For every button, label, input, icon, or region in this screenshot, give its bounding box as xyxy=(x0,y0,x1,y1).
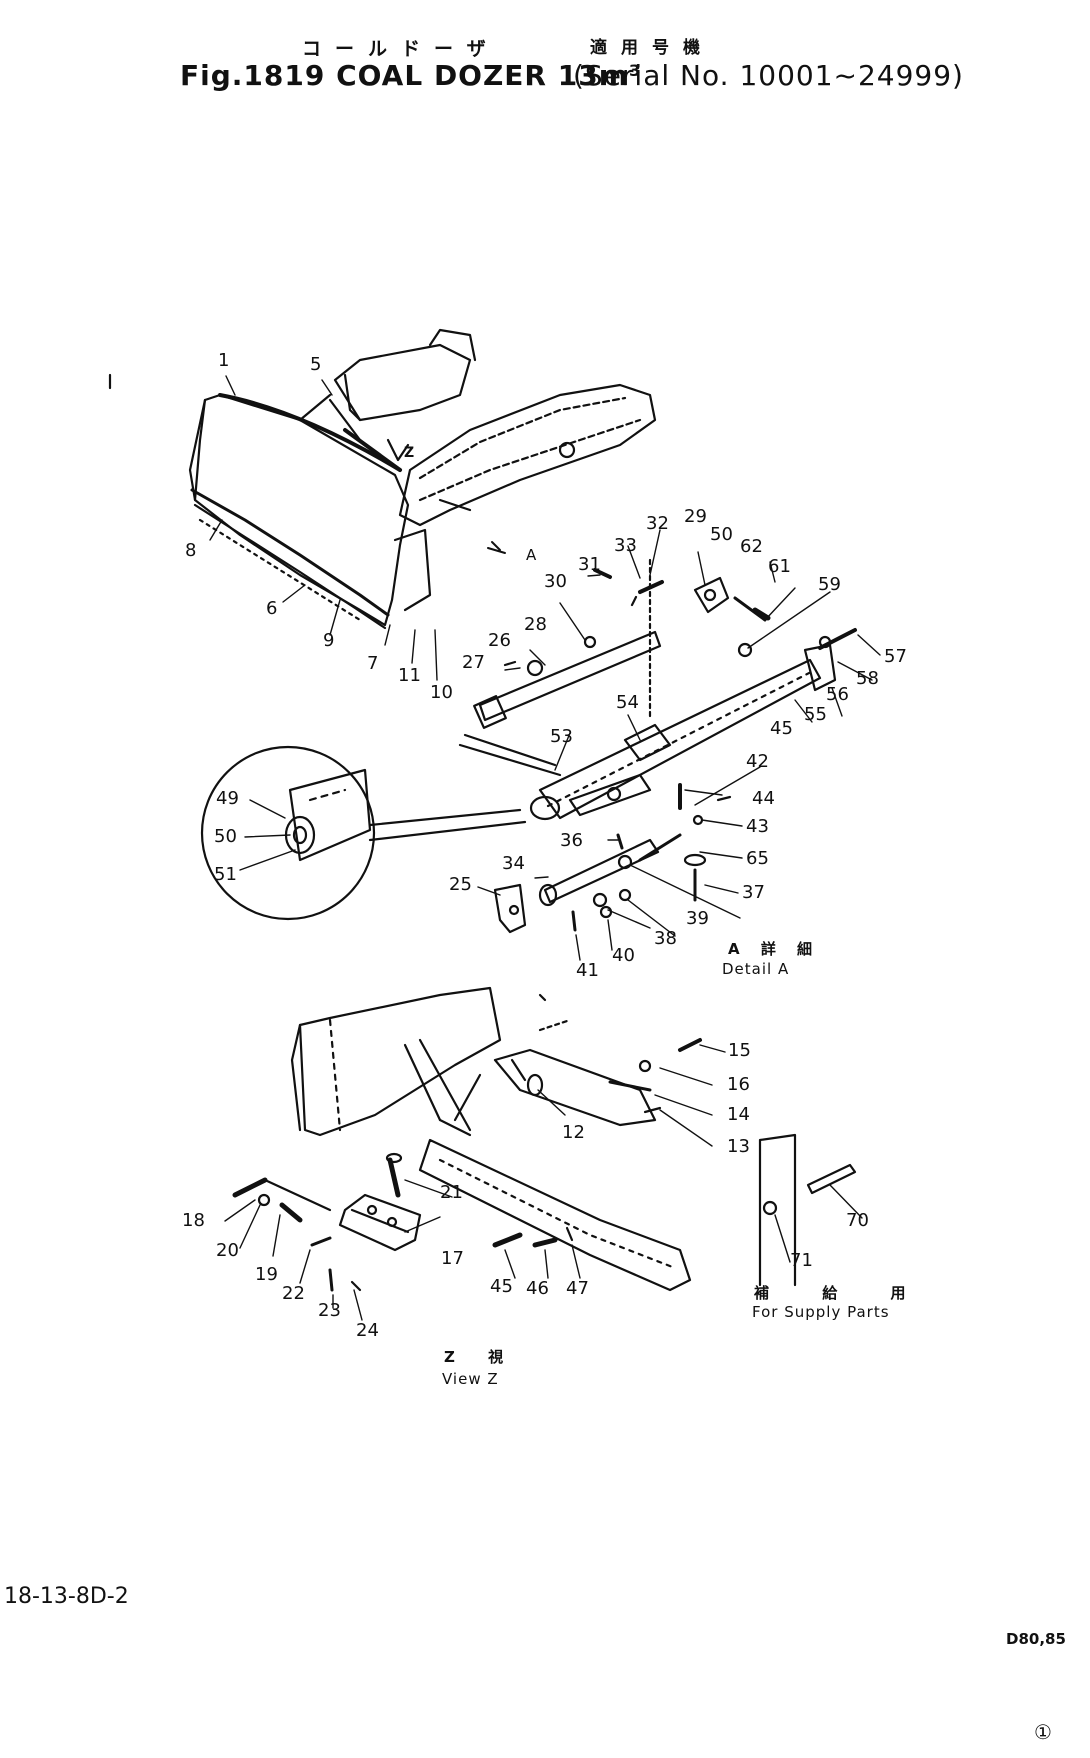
callout-44: 44 xyxy=(752,788,775,809)
callout-51: 51 xyxy=(214,864,237,885)
callout-6: 6 xyxy=(266,598,278,619)
callout-41: 41 xyxy=(576,960,599,981)
callout-50: 50 xyxy=(214,826,237,847)
detail-a-illustration xyxy=(368,558,857,934)
callout-30: 30 xyxy=(544,571,567,592)
supply-parts-illustration xyxy=(758,1133,857,1287)
callout-13: 13 xyxy=(727,1136,750,1157)
callout-46: 46 xyxy=(526,1278,549,1299)
callout-28: 28 xyxy=(524,614,547,635)
callout-21: 21 xyxy=(440,1182,463,1203)
detail-a-jp-label: A 詳 細 xyxy=(728,940,821,958)
callout-31: 31 xyxy=(578,554,601,575)
date-code: D80,85 xyxy=(1006,1630,1066,1648)
callout-56: 56 xyxy=(826,684,849,705)
callout-40: 40 xyxy=(612,945,635,966)
callout-10: 10 xyxy=(430,682,453,703)
callout-1: 1 xyxy=(218,350,230,371)
callout-5: 5 xyxy=(310,354,322,375)
callout-23: 23 xyxy=(318,1300,341,1321)
serial-jp-text: 適用号機 xyxy=(590,38,714,58)
callout-53: 53 xyxy=(550,726,573,747)
view-z-pointer-letter: Z xyxy=(404,445,415,461)
callout-19: 19 xyxy=(255,1264,278,1285)
callout-54: 54 xyxy=(616,692,639,713)
callout-61: 61 xyxy=(768,556,791,577)
callout-55: 55 xyxy=(804,704,827,725)
callout-59: 59 xyxy=(818,574,841,595)
detail-a-pointer-letter: A xyxy=(526,546,537,564)
callout-49: 49 xyxy=(216,788,239,809)
detail-a-label: Detail A xyxy=(722,960,790,978)
callout-26: 26 xyxy=(488,630,511,651)
callout-47: 47 xyxy=(566,1278,589,1299)
supply-parts-label: For Supply Parts xyxy=(752,1303,890,1321)
callout-22: 22 xyxy=(282,1283,305,1304)
callout-14: 14 xyxy=(727,1104,750,1125)
callout-42: 42 xyxy=(746,751,769,772)
callout-9: 9 xyxy=(323,630,335,651)
drawing-code: 18-13-8D-2 xyxy=(4,1584,129,1609)
callout-18: 18 xyxy=(182,1210,205,1231)
callout-57: 57 xyxy=(884,646,907,667)
callout-45: 45 xyxy=(490,1276,513,1297)
callout-24: 24 xyxy=(356,1320,379,1341)
supply-parts-jp-label: 補 給 用 xyxy=(754,1284,930,1302)
callout-36: 36 xyxy=(560,830,583,851)
callout-62: 62 xyxy=(740,536,763,557)
magnified-bushing-view xyxy=(200,745,376,921)
serial-number-range: (Serial No. 10001~24999) xyxy=(573,59,964,92)
figure-title: Fig.1819 COAL DOZER 13m³ xyxy=(180,59,643,92)
view-z-label: View Z xyxy=(442,1370,499,1388)
callout-25: 25 xyxy=(449,874,472,895)
callout-20: 20 xyxy=(216,1240,239,1261)
dozer-assembly-illustration xyxy=(108,328,657,630)
callout-37: 37 xyxy=(742,882,765,903)
callout-7: 7 xyxy=(367,653,379,674)
callout-32: 32 xyxy=(646,513,669,534)
callout-33: 33 xyxy=(614,535,637,556)
callout-8: 8 xyxy=(185,540,197,561)
callout-29: 29 xyxy=(684,506,707,527)
callout-38: 38 xyxy=(654,928,677,949)
callout-58: 58 xyxy=(856,668,879,689)
view-z-illustration xyxy=(232,986,702,1292)
callout-48: 45 xyxy=(770,718,793,739)
title-jp-text: コールドーザ xyxy=(302,38,500,60)
callout-27: 27 xyxy=(462,652,485,673)
callout-39: 39 xyxy=(686,908,709,929)
callout-11: 11 xyxy=(398,665,421,686)
callout-43: 43 xyxy=(746,816,769,837)
callout-17: 17 xyxy=(441,1248,464,1269)
callout-34: 34 xyxy=(502,853,525,874)
callout-16: 16 xyxy=(727,1074,750,1095)
callout-12: 12 xyxy=(562,1122,585,1143)
callout-71: 71 xyxy=(790,1250,813,1271)
callout-65: 65 xyxy=(746,848,769,869)
callout-70: 70 xyxy=(846,1210,869,1231)
callout-15: 15 xyxy=(728,1040,751,1061)
view-z-jp-label: Z 視 xyxy=(444,1348,518,1366)
page-mark: ① xyxy=(1034,1720,1052,1744)
callout-60: 50 xyxy=(710,524,733,545)
